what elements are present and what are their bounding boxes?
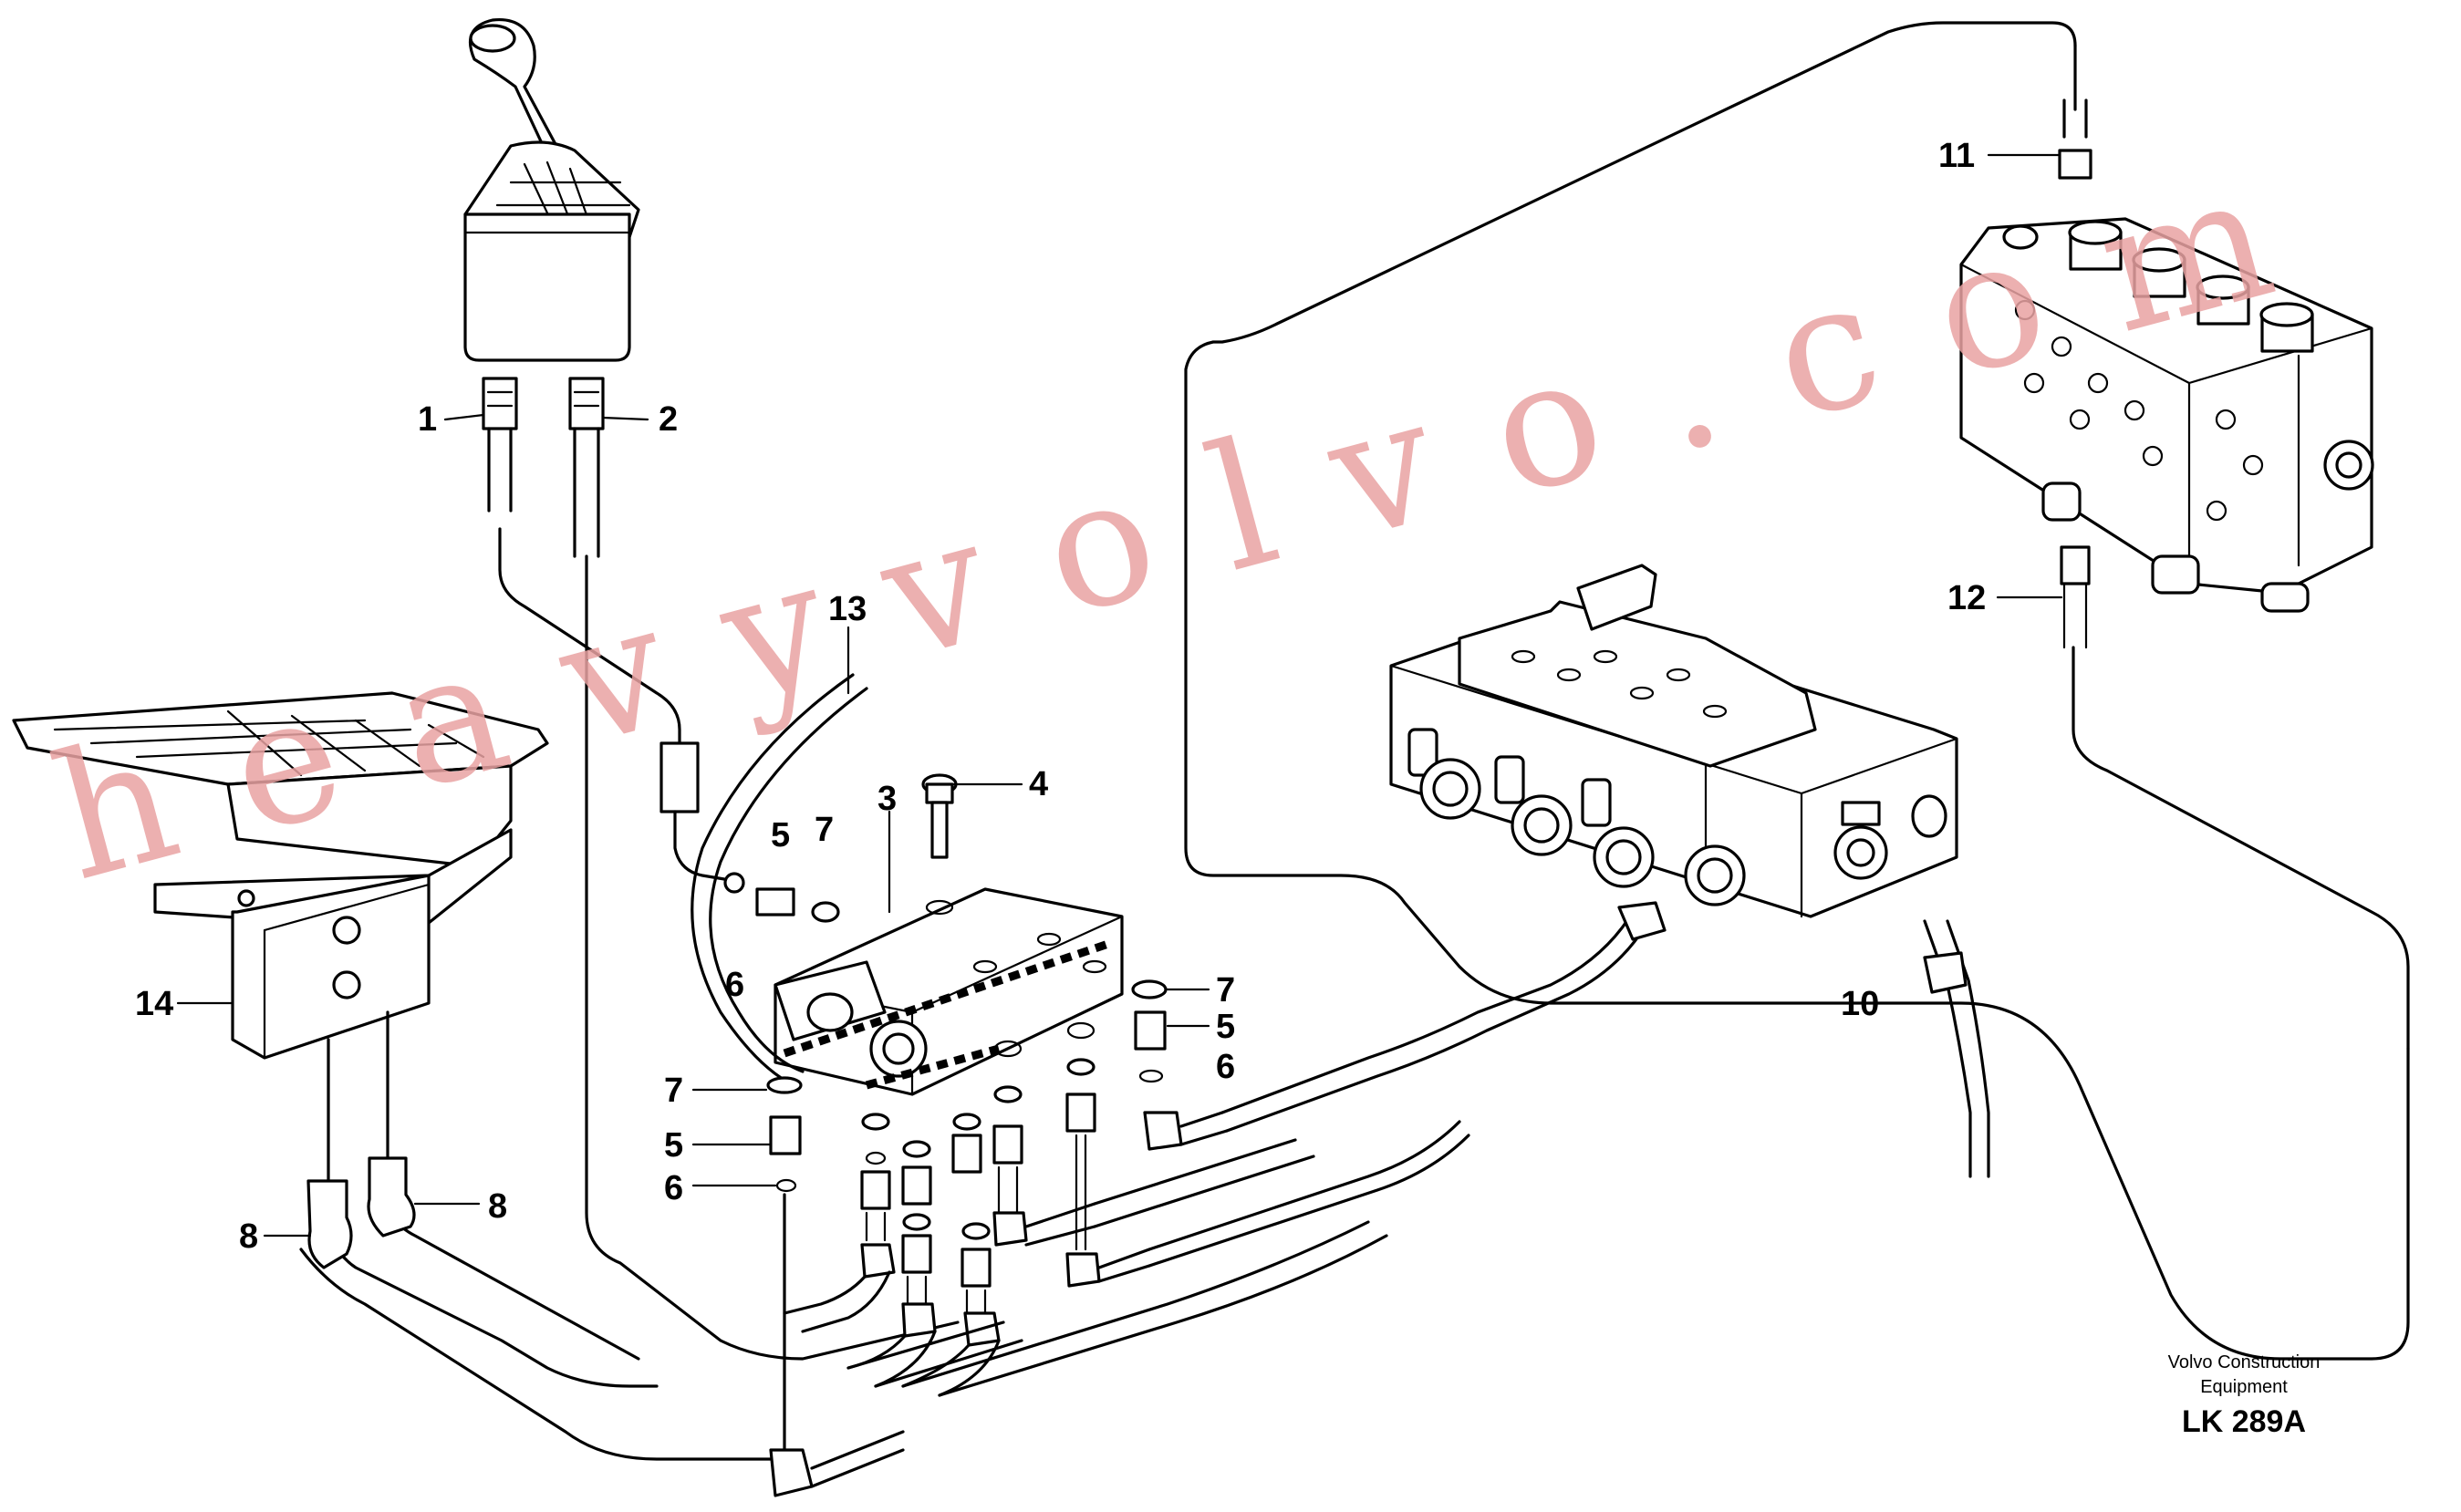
return-hose-loop: [1184, 21, 2410, 1361]
joystick: [463, 17, 640, 430]
callout-6a: 6: [725, 966, 744, 1004]
footer-brand-line2: Equipment: [2200, 1377, 2288, 1397]
fitting-10: [1923, 951, 1968, 994]
callout-6c: 6: [664, 1169, 683, 1207]
footer-brand-line1: Volvo Construction: [2168, 1352, 2321, 1372]
main-control-valve: [1389, 564, 1958, 918]
callout-5c: 5: [664, 1126, 683, 1165]
callout-2: 2: [659, 400, 678, 439]
footer: Volvo Construction Equipment LK 289A: [2168, 1352, 2321, 1439]
hose-13: [691, 673, 855, 1087]
callout-4: 4: [1029, 765, 1048, 803]
callouts: 1 2 3 4 5 5 5 6 6 6 7 7 7 8 8 10 11 12 1…: [135, 137, 1986, 1256]
callout-8b: 8: [488, 1187, 507, 1226]
callout-5a: 5: [771, 816, 790, 854]
hose-2: [573, 427, 960, 1361]
hose-12-down: [2072, 646, 2410, 1051]
hose-1-fitting: [659, 741, 700, 813]
callout-1: 1: [418, 400, 437, 439]
valve-block: [774, 887, 1124, 1096]
fitting-8b: [367, 1156, 416, 1238]
fitting-stack-left: [766, 1076, 905, 1497]
foot-pedal: [12, 691, 549, 1060]
hose-1: [487, 427, 681, 777]
callout-13: 13: [828, 590, 867, 628]
hose-10: [1923, 919, 1990, 1178]
callout-7b: 7: [1216, 971, 1235, 1010]
callout-12: 12: [1947, 579, 1986, 617]
upper-control-valve: [1959, 217, 2374, 613]
callout-7a: 7: [815, 811, 834, 849]
hose-bundle-b: [1225, 915, 1653, 1133]
pedal-hose-b: [386, 1010, 640, 1361]
fitting-11: [2058, 149, 2092, 180]
bolt-4: [921, 773, 958, 859]
callout-6b: 6: [1216, 1048, 1235, 1086]
valve-fitting-9: [1617, 901, 1667, 941]
fitting-columns: [783, 979, 1229, 1397]
drawing-code: LK 289A: [2182, 1404, 2306, 1439]
callout-11: 11: [1938, 137, 1975, 175]
fitting-12: [2060, 545, 2091, 585]
hose-bundle-d: [1093, 1138, 1315, 1228]
leader-lines: [176, 153, 2063, 1238]
fitting-stack-upper: [723, 872, 840, 923]
callout-8a: 8: [239, 1217, 258, 1256]
hose-12-sleeve: [2062, 582, 2088, 649]
hose-1-into-block: [673, 810, 732, 882]
hose-bundle-a: [1220, 910, 1635, 1114]
hose-bundle-c: [1147, 1120, 1470, 1268]
hose-13-b: [709, 687, 868, 1073]
callout-7c: 7: [664, 1072, 683, 1110]
callout-14: 14: [135, 985, 173, 1023]
hose-bundle-e: [901, 1220, 1388, 1397]
hose-11-sleeve: [2062, 98, 2088, 139]
callout-5b: 5: [1216, 1008, 1235, 1046]
callout-3: 3: [877, 780, 897, 818]
callout-10: 10: [1841, 985, 1879, 1023]
hose-bundle-f: [846, 1320, 1023, 1388]
pedal-hose-a2: [299, 1248, 786, 1461]
fitting-8a: [306, 1179, 353, 1269]
